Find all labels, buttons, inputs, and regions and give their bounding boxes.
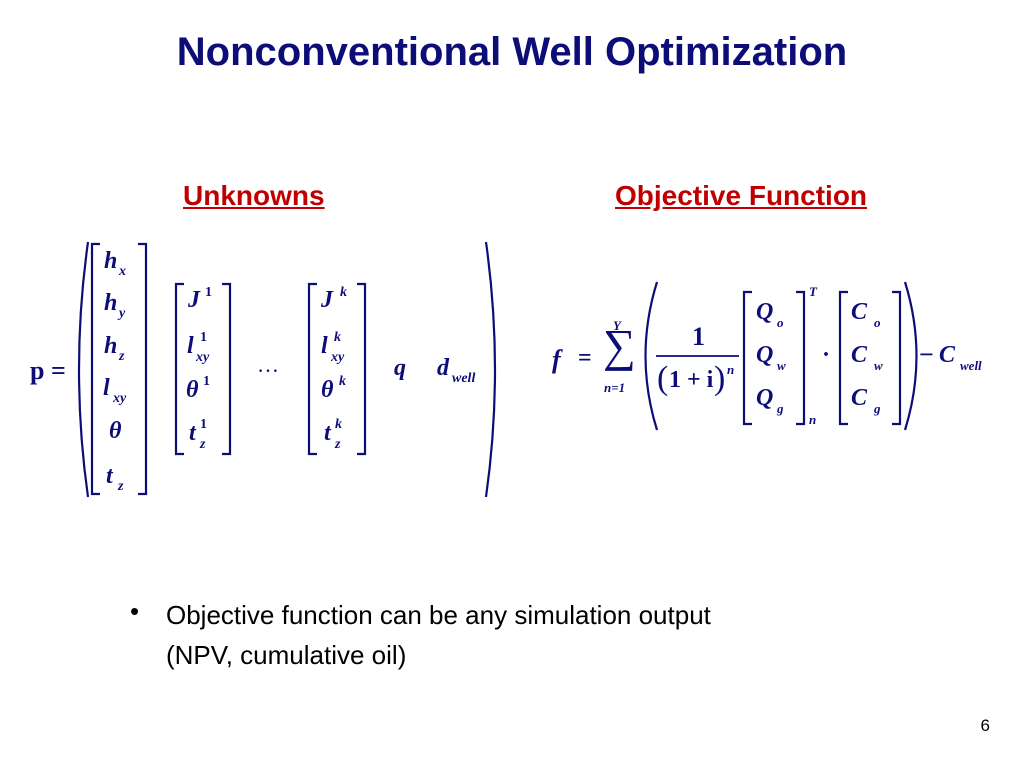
transpose-superscript: T (809, 284, 817, 299)
vec1-sub-2: z (119, 349, 125, 364)
outer-paren-left (77, 241, 90, 498)
q-vec-entry-1: Q (756, 342, 774, 368)
denominator-paren-close: ) (714, 360, 726, 397)
c-vec-entry-1: C (851, 342, 868, 368)
vec1-entry-0: h (104, 248, 118, 274)
vec-first-J-sup: 1 (205, 285, 212, 300)
vec-last-t: t (324, 420, 331, 446)
f-variable: f (552, 345, 561, 374)
vec1-entry-1: h (104, 290, 118, 316)
vec1-entry-5: t (106, 463, 113, 489)
vec-last-theta: θ (321, 377, 334, 403)
fraction-denominator: 1 + i (669, 367, 714, 393)
vec1-sub-3: xy (113, 391, 127, 406)
unknowns-heading: Unknowns (183, 180, 325, 211)
vec-last-theta-sup: k (339, 374, 346, 389)
vec-last-bracket-left (307, 282, 317, 456)
bullet-text-line-1: Objective function can be any simulation… (166, 600, 711, 630)
vec-first-l-sup: 1 (200, 330, 207, 345)
q-vec-outer-sub: n (809, 412, 817, 427)
vec-last-J-sup: k (340, 285, 347, 300)
q-vec-bracket-left (742, 290, 752, 426)
vec-first-theta: θ (186, 377, 199, 403)
bullet-text-line-2: (NPV, cumulative oil) (166, 640, 407, 670)
c-vec-entry-2: C (851, 385, 868, 411)
ellipsis: … (257, 352, 279, 377)
denominator-exponent: n (727, 362, 735, 377)
vec1-entry-2: h (104, 333, 118, 359)
vec-first-t-sup: 1 (200, 417, 207, 432)
sum-lower-limit: n=1 (604, 380, 626, 395)
q-vec-entry-2: Q (756, 385, 774, 411)
objective-function-heading: Objective Function (615, 180, 868, 211)
vec-first-theta-sup: 1 (203, 374, 210, 389)
c-vec-sub-0: o (874, 315, 881, 330)
obj-paren-left (644, 281, 659, 431)
d-variable: d (437, 355, 449, 381)
vec-first-l: l (187, 333, 194, 359)
q-vec-sub-0: o (777, 315, 784, 330)
minus-sign: − (919, 340, 934, 369)
vec-first-t: t (189, 420, 196, 446)
slide-title: Nonconventional Well Optimization (176, 30, 848, 74)
sum-upper-limit: Y (613, 318, 621, 333)
p-equals: p = (30, 356, 66, 385)
page-number: 6 (980, 716, 990, 735)
d-variable-sub: well (452, 371, 476, 386)
f-equals: = (578, 345, 592, 371)
vec1-bracket-right (138, 242, 148, 496)
q-vec-sub-1: w (777, 358, 786, 373)
bullet-symbol: • (130, 596, 140, 626)
obj-paren-right (903, 281, 918, 431)
vec1-sub-1: y (119, 306, 126, 321)
vec-first-l-sub: xy (196, 350, 210, 365)
q-variable: q (394, 355, 406, 381)
q-vec-entry-0: Q (756, 299, 774, 325)
c-vec-sub-1: w (874, 358, 883, 373)
c-vec-bracket-right (892, 290, 902, 426)
vec-last-l: l (321, 333, 328, 359)
vec1-entry-4: θ (109, 418, 122, 444)
sigma-symbol: ∑ (603, 320, 636, 371)
fraction-numerator: 1 (692, 322, 705, 351)
outer-paren-right (484, 241, 497, 498)
q-vec-bracket-right (796, 290, 806, 426)
vec-first-bracket-right (222, 282, 232, 456)
vec-last-bracket-right (357, 282, 367, 456)
vec-first-J: J (188, 287, 200, 313)
c-vec-entry-0: C (851, 299, 868, 325)
vec-last-t-sub: z (335, 437, 341, 452)
c-vec-sub-2: g (874, 401, 881, 416)
vec-last-J: J (321, 287, 333, 313)
vec1-bracket-left (90, 242, 100, 496)
vec1-sub-0: x (119, 264, 126, 279)
vec-last-l-sub: xy (331, 350, 345, 365)
vec-first-t-sub: z (200, 437, 206, 452)
c-well: C (939, 342, 956, 368)
dot-product: · (822, 342, 831, 368)
c-well-sub: well (960, 358, 982, 373)
denominator-paren-open: ( (657, 360, 669, 397)
vec1-sub-5: z (118, 479, 124, 494)
vec-first-bracket-left (174, 282, 184, 456)
vec-last-t-sup: k (335, 417, 342, 432)
c-vec-bracket-left (838, 290, 848, 426)
vec1-entry-3: l (103, 375, 110, 401)
q-vec-sub-2: g (777, 401, 784, 416)
vec-last-l-sup: k (334, 330, 341, 345)
